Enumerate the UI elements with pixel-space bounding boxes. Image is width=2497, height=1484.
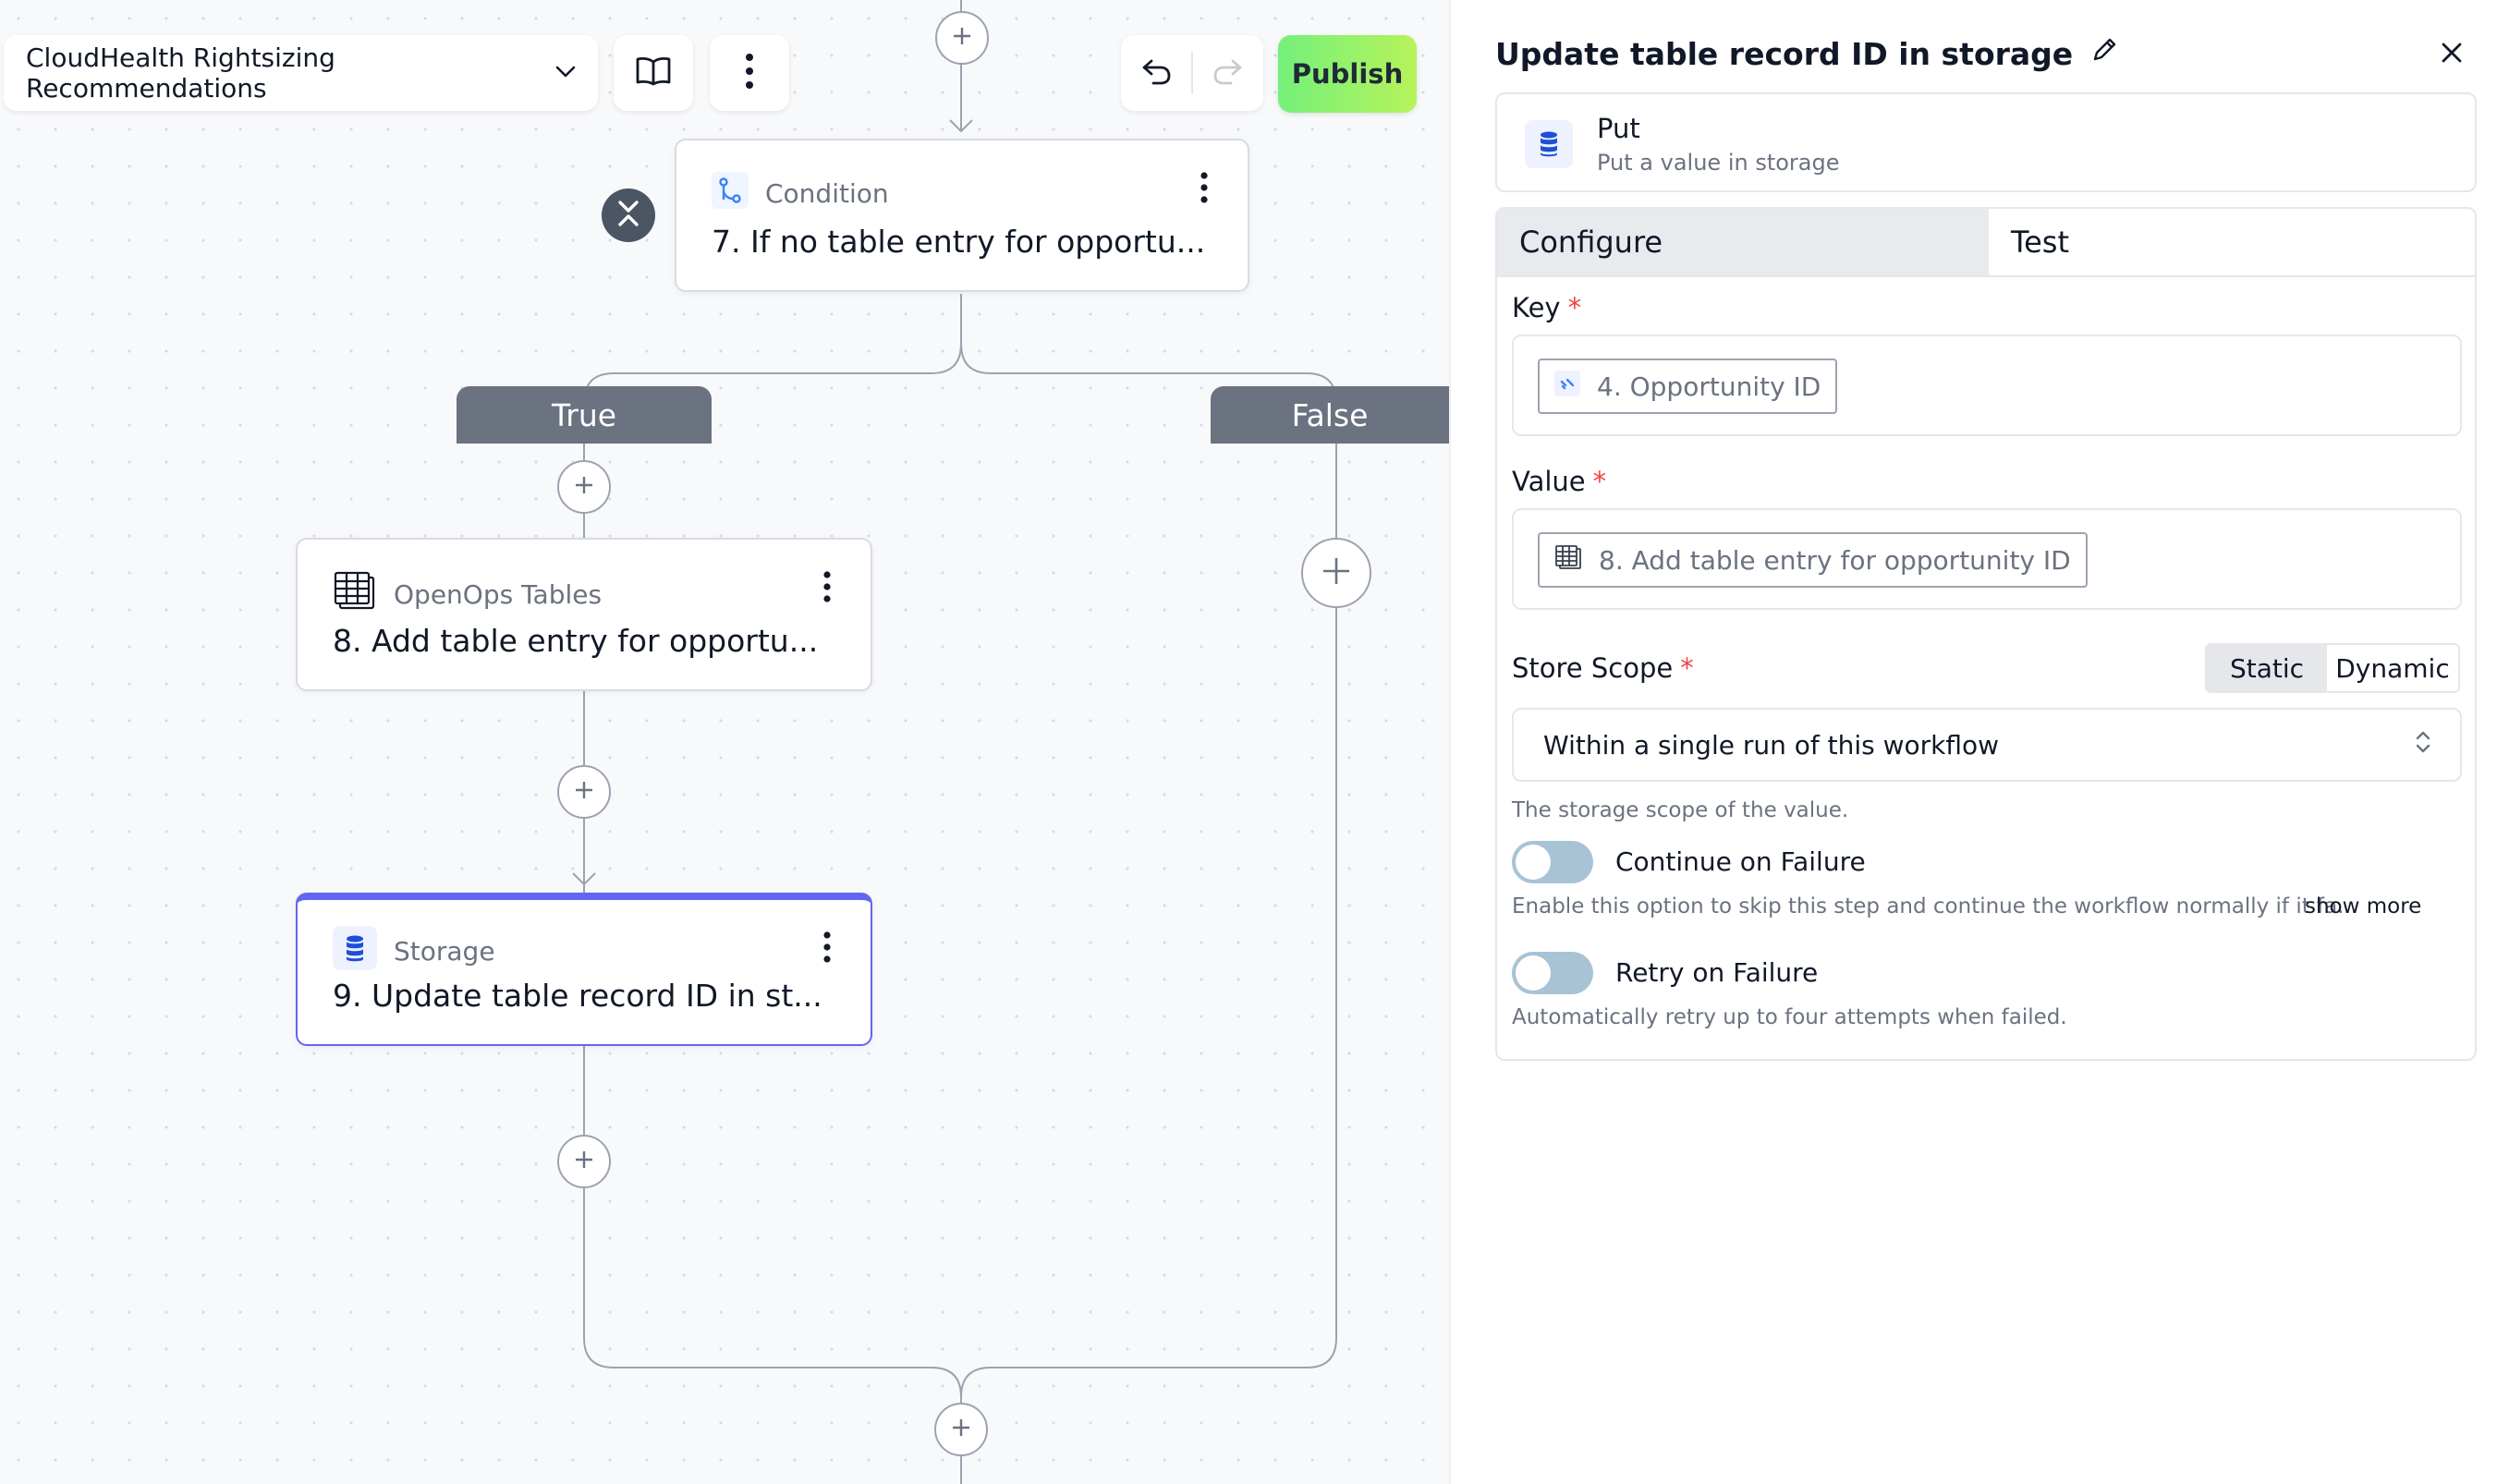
pencil-icon[interactable] — [2089, 35, 2119, 72]
panel-header: Update table record ID in storage — [1495, 35, 2119, 72]
retry-on-failure-help: Automatically retry up to four attempts … — [1512, 1005, 2067, 1029]
unfold-icon — [2414, 729, 2432, 761]
add-step-button[interactable] — [557, 765, 611, 819]
node-type-label: Storage — [394, 936, 495, 967]
workflow-edges — [572, 0, 1337, 1484]
retry-on-failure-label: Retry on Failure — [1615, 957, 1819, 988]
branch-icon — [712, 172, 749, 215]
workflow-menu-button[interactable] — [710, 35, 789, 111]
storage-node[interactable]: Storage 9. Update table record ID in st.… — [296, 893, 872, 1046]
value-field[interactable]: 8. Add table entry for opportunity ID — [1512, 508, 2462, 610]
value-chip[interactable]: 8. Add table entry for opportunity ID — [1538, 532, 2088, 588]
store-scope-select[interactable]: Within a single run of this workflow — [1512, 708, 2462, 782]
undo-button[interactable] — [1121, 35, 1191, 111]
store-scope-help: The storage scope of the value. — [1512, 798, 1849, 822]
node-title: 8. Add table entry for opportu... — [333, 623, 819, 659]
plus-icon — [950, 1417, 972, 1442]
table-icon — [1554, 544, 1582, 577]
workflow-title: CloudHealth Rightsizing Recommendations — [26, 43, 335, 103]
database-icon — [1525, 120, 1573, 168]
collapse-icon — [616, 200, 640, 231]
divider — [1191, 52, 1193, 94]
action-description: Put a value in storage — [1597, 150, 1840, 176]
action-selector[interactable]: Put Put a value in storage — [1495, 92, 2477, 192]
tables-node[interactable]: OpenOps Tables 8. Add table entry for op… — [296, 538, 872, 691]
configure-section: Configure Test Key* 4. Opportunity ID Va… — [1495, 207, 2477, 1061]
continue-on-failure-help: Enable this option to skip this step and… — [1512, 894, 2358, 918]
step-title: Update table record ID in storage — [1495, 35, 2074, 72]
key-chip-icon — [1554, 370, 1580, 403]
tab-test[interactable]: Test — [1989, 209, 2475, 275]
scope-mode-toggle: Static Dynamic — [2205, 643, 2460, 693]
node-header: OpenOps Tables — [333, 571, 602, 618]
static-mode-button[interactable]: Static — [2207, 645, 2327, 691]
dynamic-mode-button[interactable]: Dynamic — [2335, 652, 2450, 684]
store-scope-label: Store Scope* — [1512, 652, 1694, 684]
key-label: Key* — [1512, 292, 1582, 323]
node-header: Storage — [333, 926, 495, 977]
tab-configure[interactable]: Configure — [1497, 209, 1989, 275]
toggle-knob — [1516, 845, 1551, 880]
plus-icon — [1321, 555, 1352, 590]
chevron-down-icon — [555, 65, 576, 82]
publish-button[interactable]: Publish — [1278, 35, 1417, 113]
docs-button[interactable] — [614, 35, 693, 111]
add-step-button[interactable] — [557, 460, 611, 514]
key-field[interactable]: 4. Opportunity ID — [1512, 335, 2462, 436]
node-header: Condition — [712, 172, 889, 215]
undo-icon — [1140, 57, 1172, 89]
database-icon — [333, 926, 377, 977]
tab-bar: Configure Test — [1497, 209, 2475, 277]
redo-icon — [1212, 57, 1244, 89]
node-title: 7. If no table entry for opportu... — [712, 224, 1206, 260]
value-text: 8. Add table entry for opportunity ID — [1599, 544, 2071, 576]
show-more-link[interactable]: show more — [2305, 894, 2422, 918]
continue-on-failure-label: Continue on Failure — [1615, 846, 1866, 877]
close-icon[interactable] — [2440, 41, 2464, 68]
workflow-canvas[interactable]: CloudHealth Rightsizing Recommendations … — [0, 0, 1449, 1484]
add-step-button[interactable] — [935, 11, 989, 65]
toggle-knob — [1516, 955, 1551, 991]
kebab-icon[interactable] — [822, 571, 832, 606]
book-icon — [635, 55, 672, 91]
key-value-chip[interactable]: 4. Opportunity ID — [1538, 359, 1838, 414]
kebab-icon — [745, 53, 754, 93]
add-step-button[interactable] — [934, 1403, 988, 1456]
value-label: Value* — [1512, 466, 1607, 497]
node-type-label: OpenOps Tables — [394, 579, 603, 610]
redo-button[interactable] — [1193, 35, 1263, 111]
true-branch-label: True — [457, 386, 712, 444]
table-icon — [333, 571, 377, 618]
retry-on-failure-toggle[interactable] — [1512, 952, 1593, 994]
node-type-label: Condition — [765, 178, 889, 209]
false-branch-label: False — [1211, 386, 1449, 444]
node-title: 9. Update table record ID in st... — [333, 978, 822, 1014]
key-value-text: 4. Opportunity ID — [1597, 371, 1821, 402]
add-step-button[interactable] — [557, 1135, 611, 1188]
plus-icon — [573, 779, 595, 805]
kebab-icon[interactable] — [1200, 172, 1209, 207]
action-name: Put — [1597, 113, 1640, 144]
condition-node[interactable]: Condition 7. If no table entry for oppor… — [675, 139, 1249, 292]
add-step-button[interactable] — [1301, 538, 1371, 608]
history-controls — [1121, 35, 1263, 111]
plus-icon — [573, 474, 595, 500]
store-scope-value: Within a single run of this workflow — [1543, 729, 2000, 760]
plus-icon — [951, 25, 973, 51]
plus-icon — [573, 1149, 595, 1174]
continue-on-failure-toggle[interactable] — [1512, 841, 1593, 883]
kebab-icon[interactable] — [822, 931, 832, 967]
collapse-branches-button[interactable] — [602, 189, 655, 242]
step-settings-panel: Update table record ID in storage Put Pu… — [1449, 0, 2497, 1484]
workflow-title-dropdown[interactable]: CloudHealth Rightsizing Recommendations — [4, 35, 598, 111]
